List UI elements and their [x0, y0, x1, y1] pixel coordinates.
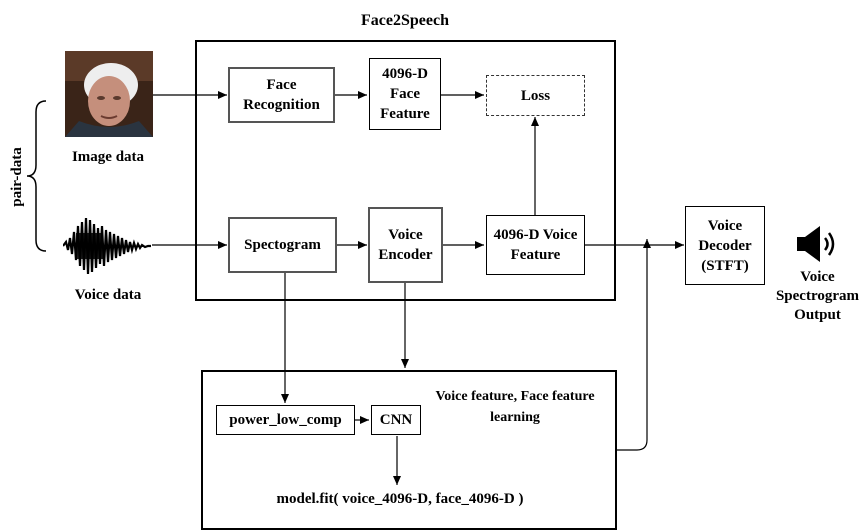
power-low-comp-block: power_low_comp [216, 405, 355, 435]
image-data-label: Image data [71, 149, 145, 165]
cnn-block: CNN [371, 405, 421, 435]
voice-feature-block: 4096-D Voice Feature [486, 215, 585, 275]
diagram-title: Face2Speech [361, 12, 449, 29]
voice-encoder-label: Voice Encoder [378, 227, 433, 263]
face-feature-label: 4096-D Face Feature [380, 66, 430, 122]
face-recognition-block: Face Recognition [228, 67, 335, 123]
face-feature-block: 4096-D Face Feature [369, 58, 441, 130]
learning-frame [201, 370, 617, 530]
spectogram-label: Spectogram [244, 237, 321, 253]
spectogram-block: Spectogram [228, 217, 337, 273]
voice-encoder-block: Voice Encoder [368, 207, 443, 283]
cnn-label: CNN [379, 412, 413, 428]
pair-data-brace [26, 100, 47, 252]
face-recognition-label: Face Recognition [243, 77, 320, 113]
face2speech-frame [195, 40, 616, 301]
face-photo-icon [65, 51, 153, 137]
loss-block: Loss [486, 75, 585, 116]
audio-waveform-icon [62, 212, 151, 280]
power-low-comp-label: power_low_comp [229, 412, 342, 428]
voice-feature-label: 4096-D Voice Feature [493, 227, 578, 263]
voice-decoder-label: Voice Decoder (STFT) [698, 217, 752, 274]
learning-caption: Voice feature, Face feature learning [435, 389, 595, 425]
model-fit-text: model.fit( voice_4096-D, face_4096-D ) [276, 491, 524, 507]
voice-decoder-block: Voice Decoder (STFT) [685, 206, 765, 285]
output-label: Voice Spectrogram Output [775, 269, 860, 323]
speaker-icon [795, 224, 841, 264]
loss-label: Loss [520, 87, 551, 104]
pair-data-label: pair-data [9, 147, 25, 207]
voice-data-label: Voice data [74, 287, 142, 303]
